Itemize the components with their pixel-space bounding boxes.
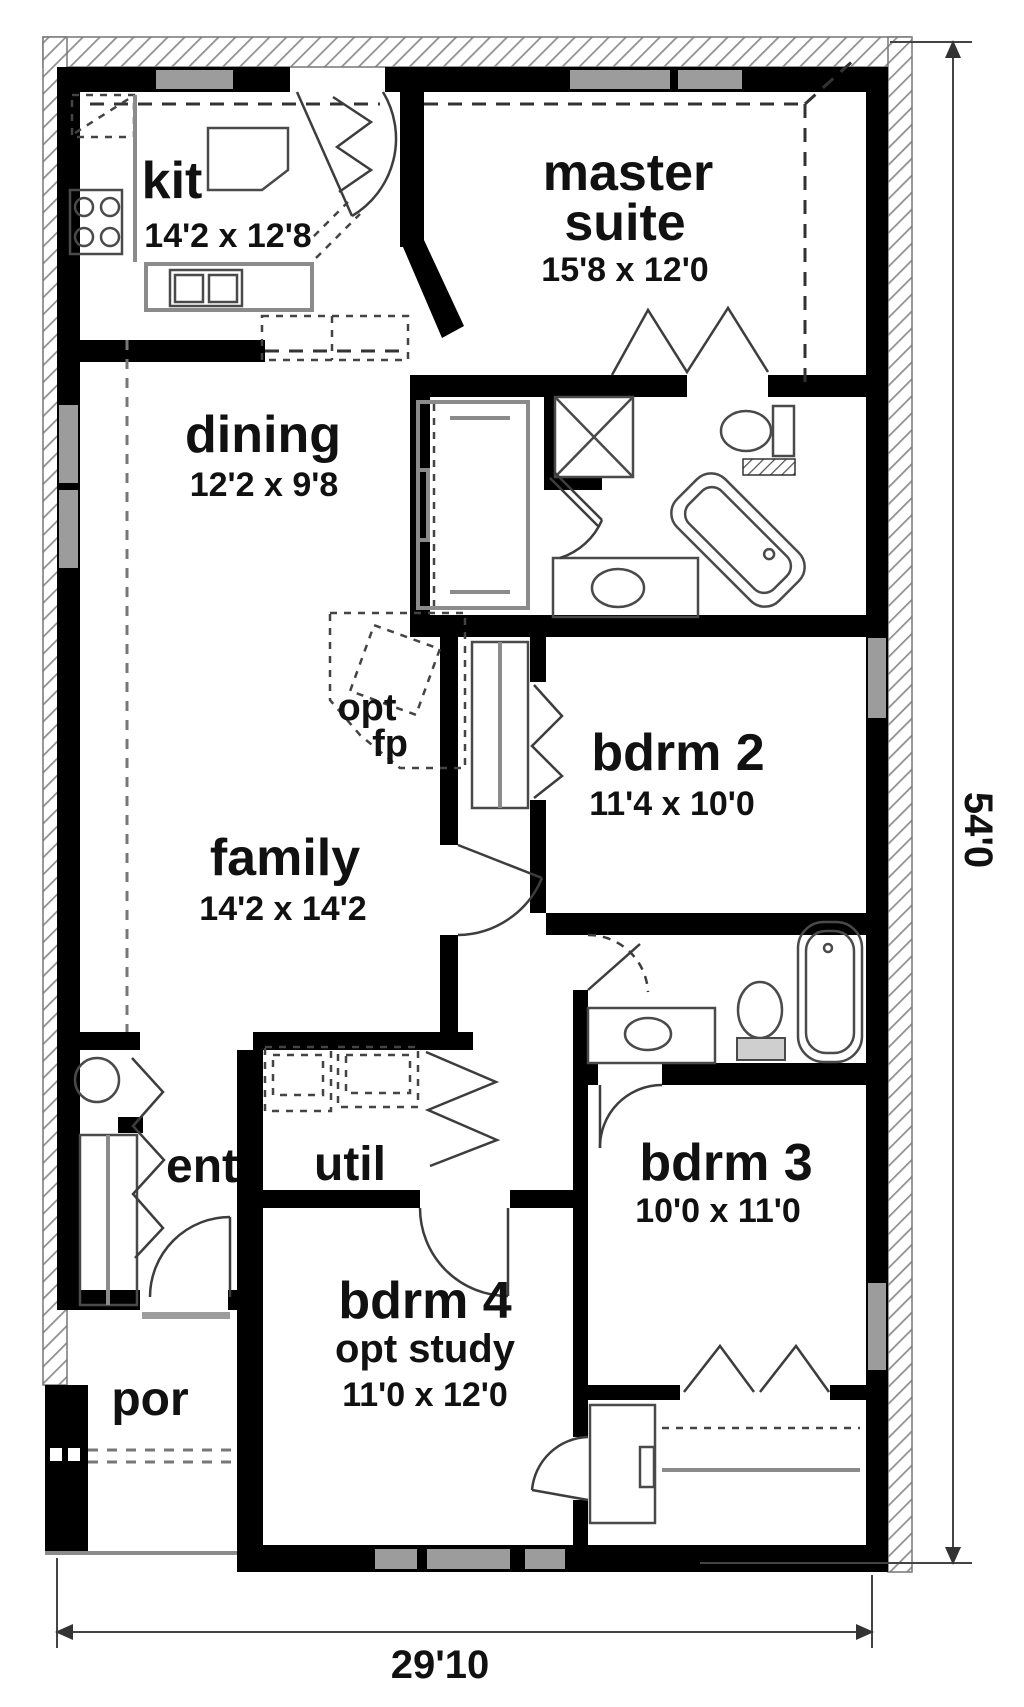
family-entry-door — [131, 1057, 166, 1259]
family-dims: 14'2 x 14'2 — [199, 890, 366, 928]
opt-fp-label-2: fp — [372, 723, 408, 765]
porch-label: por — [111, 1373, 188, 1426]
dryer-icon — [336, 1045, 420, 1109]
bedroom4-sublabel: opt study — [335, 1327, 516, 1371]
depth-dim-text: 54'0 — [956, 792, 1000, 868]
corner-tub-icon — [670, 472, 806, 608]
dining-window-2 — [59, 490, 78, 568]
kitchen-island — [206, 126, 290, 192]
bedroom2-door — [530, 684, 564, 799]
walk-in-closet — [416, 400, 530, 610]
dimension-width: 29'10 — [55, 1558, 874, 1687]
bedroom4-dims: 11'0 x 12'0 — [342, 1376, 508, 1414]
bedroom3-dims: 10'0 x 11'0 — [635, 1192, 801, 1230]
room-labels: kit 14'2 x 12'8 master suite 15'8 x 12'0… — [111, 144, 812, 1426]
bedroom2-window — [868, 638, 886, 718]
half-wall-hatch — [742, 458, 796, 476]
utility-door — [424, 1050, 501, 1168]
dimension-depth: 54'0 — [700, 40, 1000, 1565]
width-dim-text: 29'10 — [391, 1643, 490, 1687]
entry-fixtures — [73, 1056, 139, 1307]
opt-fp-label-1: opt — [337, 687, 396, 729]
bedroom4-window-1 — [375, 1549, 417, 1569]
master-bath-closet-door — [549, 471, 604, 560]
master-suite-door — [610, 305, 770, 376]
windows — [59, 70, 886, 1569]
bedroom4-door — [418, 1207, 510, 1298]
bedroom2-label: bdrm 2 — [591, 724, 764, 782]
bedroom4-window-2 — [427, 1549, 510, 1569]
kitchen-sink-icon — [144, 262, 314, 312]
master-suite-dims: 15'8 x 12'0 — [541, 251, 708, 289]
kitchen-window — [156, 70, 233, 89]
optional-fireplace — [328, 611, 467, 770]
bedroom4-label: bdrm 4 — [338, 1272, 511, 1330]
utility-label: util — [314, 1138, 386, 1191]
shower-icon — [553, 395, 635, 479]
porch-details — [45, 1385, 237, 1555]
entry-label: ent — [166, 1140, 238, 1193]
dining-label: dining — [185, 406, 341, 464]
bath2-fixtures — [586, 920, 864, 1065]
kitchen-counter-dashed — [260, 314, 410, 362]
master-suite-label-2: suite — [564, 194, 685, 252]
washer-icon — [263, 1045, 333, 1113]
bedroom3-window — [868, 1283, 886, 1370]
entry-closet — [78, 1133, 139, 1307]
doors — [131, 91, 831, 1502]
bedroom3-door — [598, 1083, 663, 1149]
dining-window-1 — [59, 405, 78, 483]
water-heater-icon — [73, 1056, 121, 1104]
bedroom4-window-3 — [525, 1549, 565, 1569]
bedroom4-closet-door — [530, 1435, 589, 1502]
master-bath-fixtures — [416, 395, 806, 619]
vanity-sink-icon-bath2 — [586, 1006, 717, 1065]
tub-icon-bath2 — [796, 920, 864, 1064]
family-label: family — [210, 829, 360, 887]
vanity-sink-icon-master — [551, 556, 700, 619]
bedroom3-label: bdrm 3 — [639, 1134, 812, 1192]
bedroom2-dims: 11'4 x 10'0 — [589, 785, 755, 823]
pantry-cabinet — [70, 93, 136, 139]
kitchen-fixtures — [68, 93, 410, 362]
bedroom3-closet-bifold-doors — [683, 1343, 831, 1393]
stove-icon — [68, 188, 124, 256]
dining-dims: 12'2 x 9'8 — [190, 466, 339, 504]
master-window-2 — [678, 70, 742, 89]
front-door — [148, 1215, 232, 1298]
kitchen-label: kit — [142, 152, 203, 210]
toilet-icon-master — [719, 404, 796, 458]
bedroom2-closet — [470, 640, 530, 810]
back-door — [295, 91, 398, 218]
family-hall-door — [457, 843, 544, 937]
kitchen-dims: 14'2 x 12'8 — [144, 217, 311, 255]
toilet-icon-bath2 — [736, 980, 786, 1061]
master-window-1 — [570, 70, 670, 89]
master-suite-label-1: master — [543, 144, 714, 202]
interior-walls — [57, 92, 866, 1545]
utility-fixtures — [263, 1045, 420, 1113]
bedroom3-closet — [588, 1403, 860, 1525]
bath2-door — [587, 933, 650, 993]
dashed-lines — [90, 56, 858, 1032]
front-door-threshold — [142, 1312, 230, 1319]
